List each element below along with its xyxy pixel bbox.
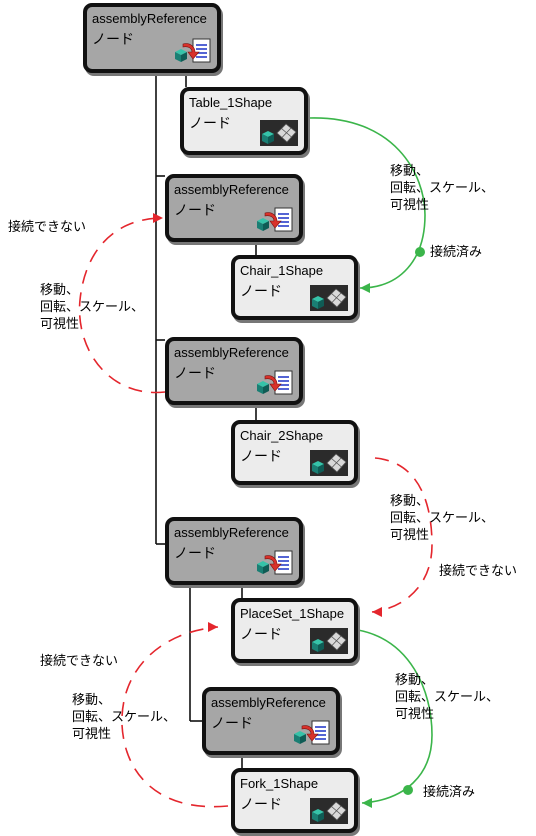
not-connected-label-placeset-right: 接続できない xyxy=(439,563,518,578)
assembly-reference-icon xyxy=(255,550,293,576)
node-subtitle: ノード xyxy=(189,115,231,131)
connection-chair2-to-placeset xyxy=(371,457,433,613)
connected-label-chair1: 接続済み xyxy=(430,244,483,259)
attribute-label-chair2-placeset: 移動、 回転、スケール、 可視性 xyxy=(390,493,495,542)
node-subtitle: ノード xyxy=(92,31,134,47)
attribute-label-fork-placeset: 移動、 回転、スケール、 可視性 xyxy=(72,692,177,741)
attribute-label-ref3-ref2: 移動、 回転、スケール、 可視性 xyxy=(40,282,145,331)
connection-ref3-to-ref2 xyxy=(78,217,166,394)
node-title: PlaceSet_1Shape xyxy=(240,606,345,621)
arrowhead-fork xyxy=(362,798,372,808)
node-title: assemblyReference xyxy=(211,695,326,710)
shape-mesh-icon xyxy=(310,285,348,311)
node-subtitle: ノード xyxy=(211,715,253,731)
not-connected-label-ref2: 接続できない xyxy=(8,219,87,234)
assembly-reference-node[interactable]: assemblyReference ノード xyxy=(165,337,303,405)
node-subtitle: ノード xyxy=(240,448,282,464)
connected-label-fork: 接続済み xyxy=(423,784,476,799)
shape-node-table1[interactable]: Table_1Shape ノード xyxy=(180,87,308,155)
node-title: assemblyReference xyxy=(174,525,289,540)
arrowhead-placeset-left xyxy=(208,622,218,632)
connection-fork-to-placeset xyxy=(121,626,229,808)
node-title: assemblyReference xyxy=(92,11,207,26)
node-subtitle: ノード xyxy=(240,283,282,299)
assembly-reference-node[interactable]: assemblyReference ノード xyxy=(165,517,303,585)
assembly-reference-node[interactable]: assemblyReference ノード xyxy=(83,3,221,73)
node-subtitle: ノード xyxy=(240,796,282,812)
connection-dot-chair1 xyxy=(415,247,425,257)
assembly-reference-icon xyxy=(255,370,293,396)
node-title: Table_1Shape xyxy=(189,95,273,110)
connection-placeset-to-fork xyxy=(357,629,433,804)
assembly-reference-icon xyxy=(173,38,211,64)
shape-node-chair2[interactable]: Chair_2Shape ノード xyxy=(231,420,358,485)
assembly-reference-node[interactable]: assemblyReference ノード xyxy=(202,687,340,755)
connection-table-to-chair1 xyxy=(307,117,426,289)
node-title: assemblyReference xyxy=(174,345,289,360)
assembly-reference-node[interactable]: assemblyReference ノード xyxy=(165,174,303,242)
attribute-label-table-chair1: 移動、 回転、スケール、 可視性 xyxy=(390,163,495,212)
shape-mesh-icon xyxy=(260,120,298,146)
node-title: Chair_1Shape xyxy=(240,263,324,278)
node-subtitle: ノード xyxy=(240,626,282,642)
attribute-label-placeset-fork: 移動、 回転、スケール、 可視性 xyxy=(395,672,500,721)
node-title: Fork_1Shape xyxy=(240,776,319,791)
shape-node-chair1[interactable]: Chair_1Shape ノード xyxy=(231,255,358,320)
hierarchy-lines xyxy=(155,73,257,768)
node-subtitle: ノード xyxy=(174,545,216,561)
node-subtitle: ノード xyxy=(174,365,216,381)
arrowhead-placeset-right xyxy=(372,607,382,617)
shape-mesh-icon xyxy=(310,450,348,476)
arrowhead-chair1 xyxy=(360,283,370,293)
node-title: assemblyReference xyxy=(174,182,289,197)
connection-lines xyxy=(78,117,433,808)
node-subtitle: ノード xyxy=(174,202,216,218)
node-title: Chair_2Shape xyxy=(240,428,324,443)
shape-mesh-icon xyxy=(310,798,348,824)
shape-node-placeset1[interactable]: PlaceSet_1Shape ノード xyxy=(231,598,358,663)
shape-mesh-icon xyxy=(310,628,348,654)
assembly-reference-icon xyxy=(292,720,330,746)
shape-node-fork1[interactable]: Fork_1Shape ノード xyxy=(231,768,358,833)
not-connected-label-placeset-left: 接続できない xyxy=(40,653,119,668)
arrowhead-ref2 xyxy=(153,213,163,223)
connection-dot-fork xyxy=(403,785,413,795)
assembly-reference-icon xyxy=(255,207,293,233)
